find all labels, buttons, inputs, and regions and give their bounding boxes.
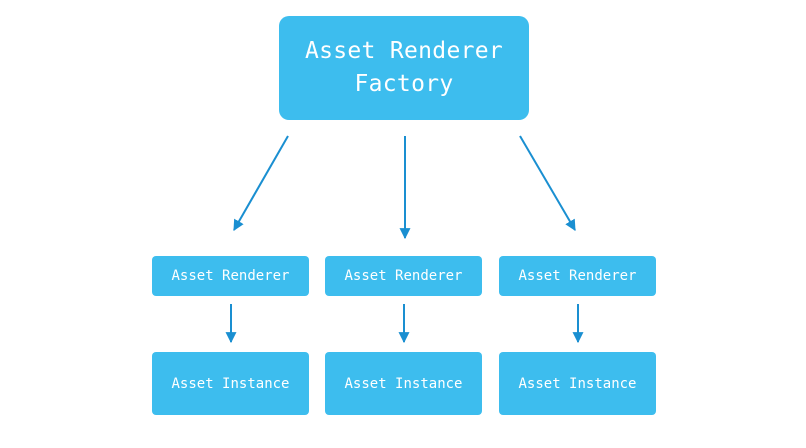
factory-node-label: Asset Renderer Factory bbox=[304, 38, 504, 97]
renderer-node-2: Asset Renderer bbox=[325, 256, 482, 296]
instance-node-label: Asset Instance bbox=[171, 375, 290, 392]
instance-node-label: Asset Instance bbox=[344, 375, 463, 392]
instance-node-2: Asset Instance bbox=[325, 352, 482, 415]
arrow-factory-to-renderer-1 bbox=[233, 135, 289, 231]
factory-node: Asset Renderer Factory bbox=[279, 16, 529, 120]
renderer-node-label: Asset Renderer bbox=[171, 268, 290, 284]
instance-node-3: Asset Instance bbox=[499, 352, 656, 415]
instance-node-label: Asset Instance bbox=[518, 375, 637, 392]
arrow-factory-to-renderer-3 bbox=[519, 135, 576, 231]
renderer-node-1: Asset Renderer bbox=[152, 256, 309, 296]
instance-node-1: Asset Instance bbox=[152, 352, 309, 415]
renderer-node-label: Asset Renderer bbox=[518, 268, 637, 284]
renderer-node-3: Asset Renderer bbox=[499, 256, 656, 296]
renderer-node-label: Asset Renderer bbox=[344, 268, 463, 284]
